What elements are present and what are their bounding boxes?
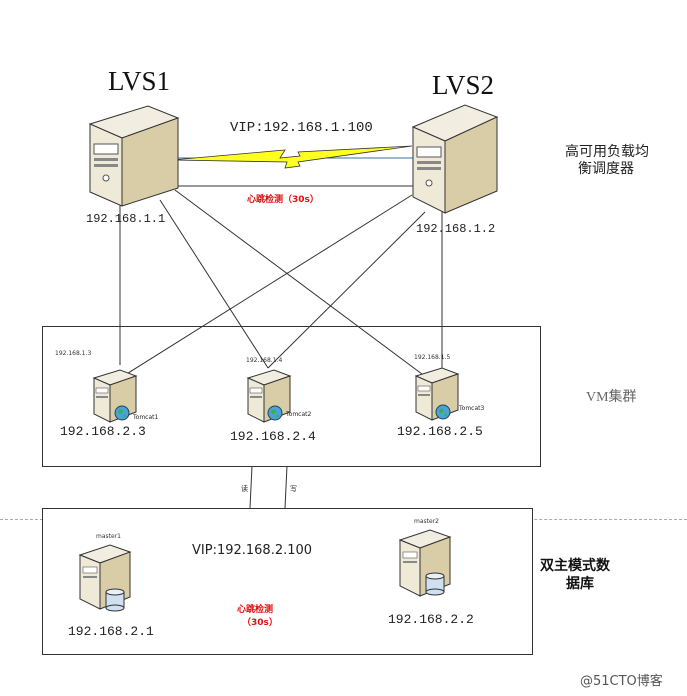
write-link [284, 465, 288, 509]
tomcat1-ip: 192.168.2.3 [60, 424, 146, 439]
lvs2-to-tomcat2 [267, 211, 426, 369]
read-label: 读 [241, 485, 248, 493]
db-heartbeat-label-line1: 心跳检测 [237, 605, 274, 615]
lvs-side-label-line1: 高可用负载均 [565, 144, 649, 160]
lvs-side-label-line2: 衡调度器 [578, 161, 634, 177]
write-label: 写 [290, 485, 297, 493]
db-vip-label: VIP:192.168.2.100 [192, 543, 313, 558]
tomcat3-globe-icon [435, 404, 451, 420]
master2-name: master2 [414, 518, 439, 525]
tomcat2-small-ip: 192.168.1.4 [246, 357, 283, 364]
lvs-heartbeat-label: 心跳检测（30s） [247, 195, 319, 205]
lvs2-ip: 192.168.1.2 [416, 222, 496, 236]
lvs-vip-bolt [130, 145, 460, 169]
tomcat1-name: Tomcat1 [133, 414, 159, 421]
lvs2-server-icon [411, 104, 499, 214]
master1-database-icon [105, 588, 125, 612]
tomcat3-small-ip: 192.168.1.5 [414, 354, 451, 361]
read-link [249, 465, 253, 509]
lvs1-to-tomcat2 [159, 199, 269, 369]
lvs1-ip: 192.168.1.1 [86, 212, 166, 226]
db-side-label-line1: 双主模式数 [540, 558, 610, 574]
master2-database-icon [425, 572, 445, 596]
lvs1-to-tomcat3 [174, 189, 431, 381]
tomcat3-name: Tomcat3 [459, 405, 485, 412]
db-side-label-line2: 据库 [566, 576, 594, 592]
lvs1-title: LVS1 [108, 66, 171, 96]
lvs2-title: LVS2 [432, 70, 495, 100]
vm-cluster-box [42, 326, 541, 467]
lvs2-to-tomcat1 [124, 194, 413, 376]
master1-ip: 192.168.2.1 [68, 624, 154, 639]
master1-name: master1 [96, 533, 121, 540]
tomcat1-small-ip: 192.168.1.3 [55, 350, 92, 357]
master2-ip: 192.168.2.2 [388, 612, 474, 627]
lvs1-server-icon [88, 105, 180, 207]
tomcat2-globe-icon [267, 405, 283, 421]
lvs-vip-label: VIP:192.168.1.100 [230, 120, 373, 136]
tomcat3-ip: 192.168.2.5 [397, 424, 483, 439]
watermark: @51CTO博客 [580, 674, 663, 689]
vm-cluster-label: VM集群 [586, 390, 637, 405]
tomcat2-name: Tomcat2 [286, 411, 312, 418]
db-heartbeat-label-line2: （30s） [242, 618, 278, 628]
tomcat2-ip: 192.168.2.4 [230, 429, 316, 444]
tomcat1-globe-icon [114, 405, 130, 421]
